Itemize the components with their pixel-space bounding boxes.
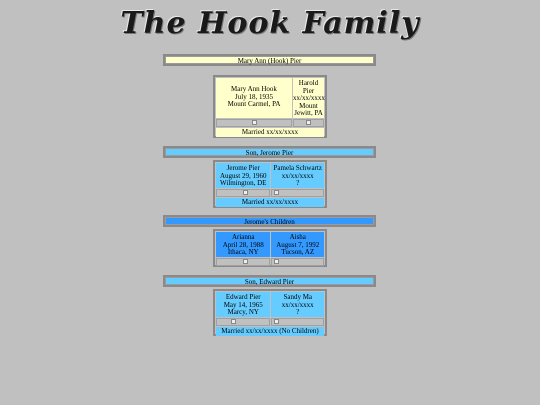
person-cell-edward: Edward Pier May 14, 1965 Marcy, NY <box>216 292 271 317</box>
person-date: May 14, 1965 <box>223 300 263 309</box>
broken-image-icon <box>306 120 312 125</box>
section-bar-mary: Mary Ann (Hook) Pier <box>163 54 376 66</box>
couple-card-jerome: Jerome Pier August 29, 1960 Wilmington, … <box>213 160 327 208</box>
person-place: Wilmington, DE <box>220 179 267 187</box>
person-name: Mary Ann Hook <box>231 85 277 93</box>
couple-card-mary: Mary Ann Hook July 18, 1935 Mount Carmel… <box>213 75 327 138</box>
spouse-place: ? <box>296 179 300 187</box>
section-bar-label: Mary Ann (Hook) Pier <box>165 56 374 65</box>
broken-image-icon <box>243 190 248 195</box>
spouse-date: xx/xx/xxxx <box>293 94 325 102</box>
section-bar-children: Jerome's Children <box>163 215 376 227</box>
section-bar-edward: Son, Edward Pier <box>163 275 376 287</box>
child-date: August 7, 1992 <box>276 240 320 249</box>
photo-placeholder <box>293 119 324 127</box>
spouse-date: xx/xx/xxxx <box>281 171 314 180</box>
person-name: Jerome Pier <box>226 164 260 172</box>
child-cell-arianna: Arianna April 28, 1988 Ithaca, NY <box>216 232 271 257</box>
person-place: Marcy, NY <box>227 308 259 316</box>
person-date: August 29, 1960 <box>220 171 267 180</box>
couple-card-edward: Edward Pier May 14, 1965 Marcy, NY Sandy… <box>213 289 327 336</box>
child-place: Tucson, AZ <box>281 248 315 256</box>
page-title: The Hook Family <box>120 6 420 41</box>
person-name: Edward Pier <box>225 293 261 301</box>
spouse-place: ? <box>296 308 300 316</box>
spouse-name: Pamela Schwartz <box>273 164 322 172</box>
broken-image-icon <box>243 259 248 264</box>
photo-placeholder <box>216 189 271 197</box>
spouse-name: Sandy Ma <box>283 293 313 301</box>
photo-placeholder <box>216 119 293 127</box>
photo-placeholder <box>216 258 271 266</box>
broken-image-icon <box>274 190 280 195</box>
spouse-place: Mount Jewitt, PA <box>294 101 323 117</box>
broken-image-icon <box>274 319 280 324</box>
person-date: July 18, 1935 <box>235 92 273 101</box>
child-date: April 28, 1988 <box>222 240 264 249</box>
child-place: Ithaca, NY <box>227 248 259 256</box>
broken-image-icon <box>274 259 280 264</box>
person-cell-jerome: Jerome Pier August 29, 1960 Wilmington, … <box>216 163 271 188</box>
spouse-name: Harold Pier <box>298 79 319 95</box>
section-bar-label: Jerome's Children <box>165 217 374 226</box>
married-label: Married xx/xx/xxxx <box>216 198 324 207</box>
child-cell-aisha: Aisha August 7, 1992 Tucson, AZ <box>271 232 324 257</box>
section-bar-label: Son, Jerome Pier <box>165 148 374 157</box>
child-name: Arianna <box>231 233 255 241</box>
person-place: Mount Carmel, PA <box>227 100 281 108</box>
children-card-jerome: Arianna April 28, 1988 Ithaca, NY Aisha … <box>213 229 327 267</box>
broken-image-icon <box>231 319 236 324</box>
spouse-cell-harold: Harold Pier xx/xx/xxxx Mount Jewitt, PA <box>293 78 325 118</box>
child-name: Aisha <box>289 233 306 241</box>
photo-placeholder <box>271 258 324 266</box>
section-bar-label: Son, Edward Pier <box>165 277 374 286</box>
married-label: Married xx/xx/xxxx (No Children) <box>216 327 324 336</box>
photo-placeholder <box>271 189 324 197</box>
person-cell-mary: Mary Ann Hook July 18, 1935 Mount Carmel… <box>216 78 292 118</box>
spouse-date: xx/xx/xxxx <box>281 300 314 309</box>
married-label: Married xx/xx/xxxx <box>216 128 324 137</box>
spouse-cell-pamela: Pamela Schwartz xx/xx/xxxx ? <box>271 163 324 188</box>
spouse-cell-sandy: Sandy Ma xx/xx/xxxx ? <box>271 292 324 317</box>
section-bar-jerome: Son, Jerome Pier <box>163 146 376 158</box>
photo-placeholder <box>271 318 324 326</box>
broken-image-icon <box>252 120 257 125</box>
photo-placeholder <box>216 318 271 326</box>
